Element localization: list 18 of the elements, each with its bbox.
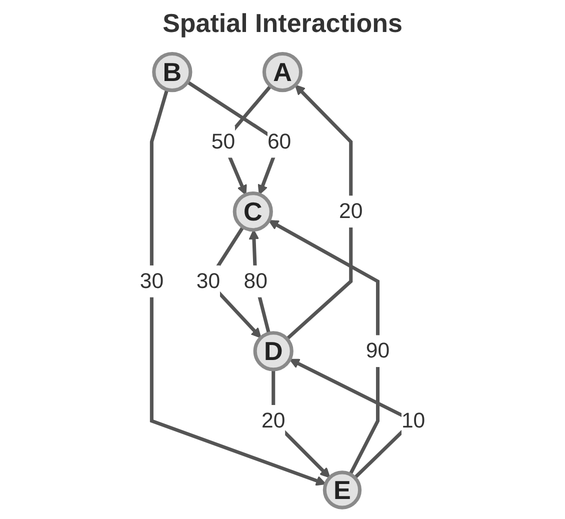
edge-label: 90 [366, 338, 390, 362]
arrow [150, 89, 326, 486]
edge-label: 20 [262, 408, 286, 432]
edge-label: 30 [140, 268, 164, 293]
node-circle: C [232, 192, 273, 232]
edge-label: 10 [401, 408, 426, 432]
node-circle: D [253, 331, 294, 372]
edge-label: 30 [196, 268, 220, 293]
diagram-title: Spatial Interactions [162, 8, 402, 39]
arrow [268, 220, 380, 476]
node-circle: E [322, 470, 362, 510]
edge-label: 60 [267, 129, 292, 154]
node-circle: A [262, 52, 303, 92]
node-circle: B [152, 52, 192, 92]
arrow [286, 84, 353, 340]
edge-label: 80 [244, 268, 268, 293]
edge-label: 20 [339, 199, 363, 223]
edge-label: 50 [211, 129, 236, 154]
